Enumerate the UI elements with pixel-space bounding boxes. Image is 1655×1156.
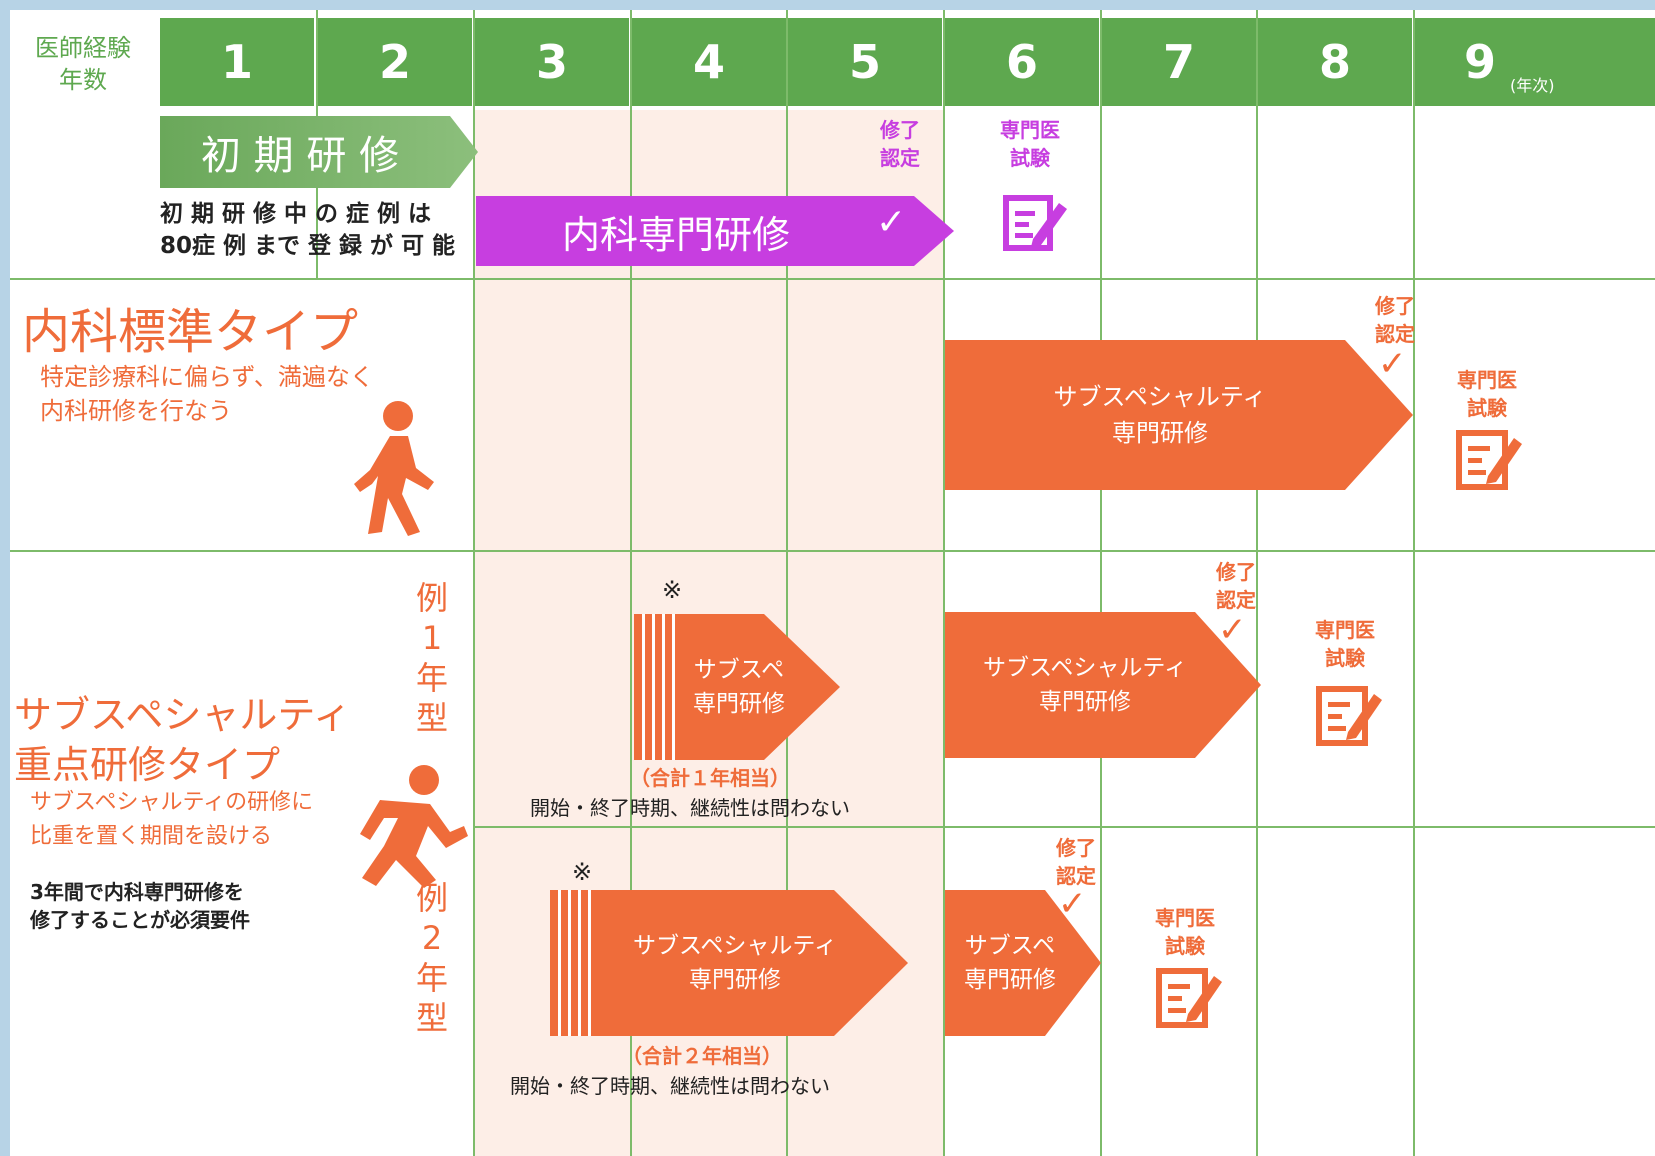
internal-medicine-label: 内科専門研修: [561, 212, 790, 257]
completion-label: 修了 認定: [1216, 560, 1256, 612]
completion-label: 修了 認定: [1056, 836, 1096, 888]
exam-icon: [1316, 686, 1382, 746]
total-label: （合計２年相当）: [622, 1044, 782, 1068]
exam-label: 専門医 試験: [1315, 618, 1375, 670]
year-number: 6: [1005, 35, 1038, 89]
requirement-note: 3年間で内科専門研修を 修了することが必須要件: [30, 880, 250, 932]
initial-training-note: 初 期 研 修 中 の 症 例 は 80症 例 まで 登 録 が 可 能: [160, 201, 456, 259]
standard-type-desc: 特定診療科に偏らず、満遍なく 内科研修を行なう: [40, 363, 374, 425]
walking-person-icon: [354, 401, 434, 536]
exam-label: 専門医 試験: [1000, 118, 1060, 170]
note-mark: ※: [662, 576, 683, 604]
year-number: 2: [378, 35, 411, 89]
internal-medicine-arrow: [476, 196, 954, 266]
grid-line: [1256, 10, 1258, 1156]
example-1-label: 例 1 年 型: [415, 579, 448, 737]
exam-icon: [1003, 195, 1067, 251]
year-cell-5: 5: [788, 18, 942, 106]
initial-training-label: 初 期 研 修: [200, 133, 400, 179]
subspecialty-arrow: [945, 612, 1261, 758]
year-cell-9: 9: [1415, 18, 1655, 106]
subspecialty-short-arrow: [945, 890, 1101, 1036]
year-cell-8: 8: [1258, 18, 1412, 106]
initial-training-arrow: [160, 116, 478, 188]
subspecialty-short-arrow: [634, 614, 840, 760]
year-number: 8: [1318, 35, 1351, 89]
subspecialty-arrow: [550, 890, 908, 1036]
year-cell-2: 2: [318, 18, 472, 106]
year-cell-4: 4: [632, 18, 786, 106]
subspecialty-label: サブスペシャルティ 専門研修: [632, 933, 837, 993]
running-person-icon: [360, 765, 468, 888]
training-timeline-diagram: 医師経験 年数 1 2 3 4 5 6 7 8 9 (年次) 初 期 研 修 初 期 研 修 中 …: [10, 10, 1655, 1156]
year-number: 9: [1463, 35, 1496, 89]
completion-label: 修了 認定: [880, 118, 920, 170]
subspecialty-short-label: サブスペ 専門研修: [964, 933, 1056, 993]
check-icon: ✓: [1218, 610, 1247, 650]
check-icon: ✓: [876, 202, 907, 243]
row-label: 医師経験 年数: [35, 34, 131, 94]
grid-line: [786, 10, 788, 1156]
grid-line: [10, 550, 1655, 552]
exam-icon: [1456, 430, 1522, 490]
exam-label: 専門医 試験: [1457, 368, 1517, 420]
completion-label: 修了 認定: [1375, 294, 1415, 346]
focused-type-title: サブスペシャルティ 重点研修タイプ: [14, 693, 352, 787]
grid-line: [1413, 10, 1415, 1156]
year-cell-1: 1: [160, 18, 314, 106]
grid-line: [1100, 10, 1102, 1156]
example-2-label: 例 2 年 型: [415, 879, 448, 1037]
check-icon: ✓: [1378, 344, 1407, 384]
timing-note: 開始・終了時期、継続性は問わない: [510, 1074, 830, 1098]
year-cell-7: 7: [1102, 18, 1256, 106]
year-number: 1: [220, 35, 253, 89]
exam-label: 専門医 試験: [1155, 906, 1215, 958]
check-icon: ✓: [1058, 884, 1087, 924]
subspecialty-short-label: サブスペ 専門研修: [693, 657, 785, 717]
subspecialty-arrow: [945, 340, 1413, 490]
year-cell-6: 6: [945, 18, 1099, 106]
grid-line: [630, 10, 632, 1156]
grid-line: [943, 10, 945, 1156]
subspecialty-label: サブスペシャルティ 専門研修: [1053, 383, 1267, 447]
exam-icon: [1156, 968, 1222, 1028]
grid-line: [473, 826, 1655, 828]
year-number: 4: [692, 35, 725, 89]
grid-line: [10, 278, 1655, 280]
year-cell-3: 3: [475, 18, 629, 106]
subspecialty-label: サブスペシャルティ 専門研修: [982, 655, 1187, 715]
total-label: （合計１年相当）: [630, 766, 790, 790]
year-number: 7: [1162, 35, 1195, 89]
focused-type-desc: サブスペシャルティの研修に 比重を置く期間を設ける: [30, 790, 314, 849]
note-mark: ※: [572, 858, 593, 886]
year-unit-label: (年次): [1510, 76, 1555, 95]
timing-note: 開始・終了時期、継続性は問わない: [530, 796, 850, 820]
year-number: 5: [848, 35, 881, 89]
grid-line: [473, 10, 475, 1156]
standard-type-title: 内科標準タイプ: [22, 304, 359, 360]
year-number: 3: [535, 35, 568, 89]
